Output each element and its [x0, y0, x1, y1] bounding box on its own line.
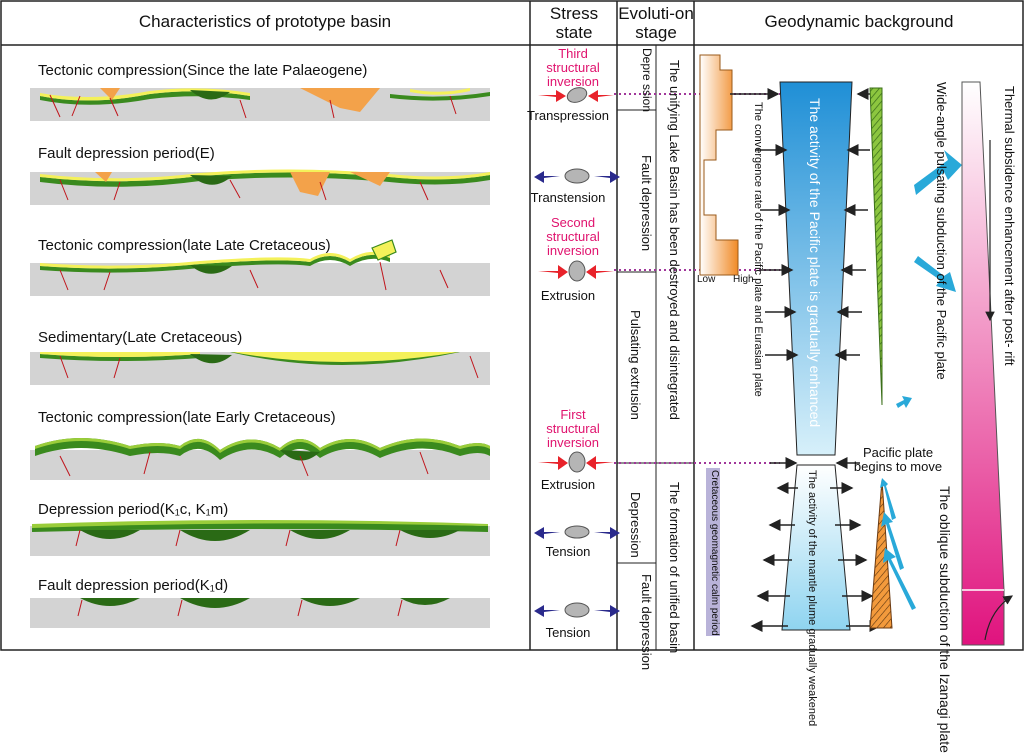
evolution-depression-lower: Depression [628, 492, 643, 558]
convergence-low: Low [697, 274, 716, 285]
stress-label-tension-2: Tension [545, 625, 591, 640]
section-3 [30, 239, 490, 296]
stress-transpression [538, 87, 614, 103]
stress-label-transpression: Transpression [527, 108, 609, 123]
stress-tension-2 [534, 602, 620, 618]
section-2 [30, 169, 490, 205]
stress-extrusion-1 [538, 451, 614, 473]
stage-title-5: Tectonic compression(late Early Cretaceo… [38, 409, 336, 426]
stress-transtension [534, 168, 620, 184]
convergence-rate-label: The convergence rate of the Pacific plat… [752, 102, 764, 397]
evolution-destroyed: The unifying Lake Basin has been destroy… [667, 60, 682, 420]
evolution-unified: The formation of unified basin [667, 482, 682, 654]
pacific-activity-label: The activity of the Pacific plate is gra… [807, 98, 823, 428]
pacific-activity-bar [779, 81, 853, 631]
mantle-plume-label: The activity of the mantle plume gradual… [806, 470, 818, 727]
section-5 [30, 438, 490, 480]
stage-title-3: Tectonic compression(late Late Cretaceou… [38, 237, 331, 254]
header-geodynamic: Geodynamic background [764, 12, 954, 31]
evolution-pulsating-extrusion: Pulsating extrusion [628, 310, 643, 420]
stress-symbols [534, 87, 620, 618]
stage-title-1: Tectonic compression(Since the late Pala… [38, 62, 368, 79]
section-1 [30, 88, 490, 121]
stage-title-7: Fault depression period(K₁d) [38, 577, 229, 594]
second-inversion-label: Second structural inversion [546, 215, 600, 258]
izanagi-subduction-label: The oblique subduction of the Izanagi pl… [937, 486, 953, 753]
stress-extrusion-2 [538, 260, 614, 282]
calm-period-label: Cretaceous geomagnetic calm period [709, 470, 720, 636]
stress-label-tension-1: Tension [545, 544, 591, 559]
wide-angle-subduction-label: Wide-angle pulsating subduction of the P… [934, 82, 949, 380]
izanagi-subduction-wedge [869, 478, 916, 629]
evolution-fault-depression-lower: Fault depression [639, 574, 654, 671]
stress-label-extrusion-2: Extrusion [540, 288, 596, 303]
stage-title-6: Depression period(K₁c, K₁m) [38, 501, 229, 518]
header-evolution: Evoluti-on stage [618, 4, 694, 42]
stress-tension-1 [534, 525, 620, 539]
thermal-subsidence-label: Thermal subsidence enhancement after pos… [1002, 86, 1017, 366]
section-4 [30, 352, 490, 385]
calm-period-bar [706, 468, 720, 636]
third-inversion-label: Third structural inversion [546, 46, 600, 89]
pacific-begins-label: Pacific plate begins to move [853, 445, 943, 474]
first-inversion-label: First structural inversion [546, 407, 600, 450]
section-6 [30, 520, 490, 556]
header-stress: Stress state [549, 4, 599, 42]
convergence-rate-bar [699, 54, 739, 276]
stress-label-extrusion-1: Extrusion [540, 477, 596, 492]
header-basin: Characteristics of prototype basin [138, 12, 392, 31]
convergence-high: High [733, 274, 754, 285]
plate-arrows [730, 88, 882, 632]
evolution-fault-depression-upper: Fault depression [639, 155, 654, 252]
evolution-depression: Depre ssion [640, 48, 654, 113]
stage-title-2: Fault depression period(E) [38, 145, 215, 162]
diagram-canvas [0, 0, 1024, 651]
stress-label-transtension: Transtension [530, 190, 606, 205]
thermal-subsidence-wedge [961, 81, 1014, 646]
stage-title-4: Sedimentary(Late Cretaceous) [38, 329, 243, 346]
pacific-subduction-wedge [869, 87, 962, 408]
table-frame [0, 0, 1024, 651]
section-7 [30, 598, 490, 628]
